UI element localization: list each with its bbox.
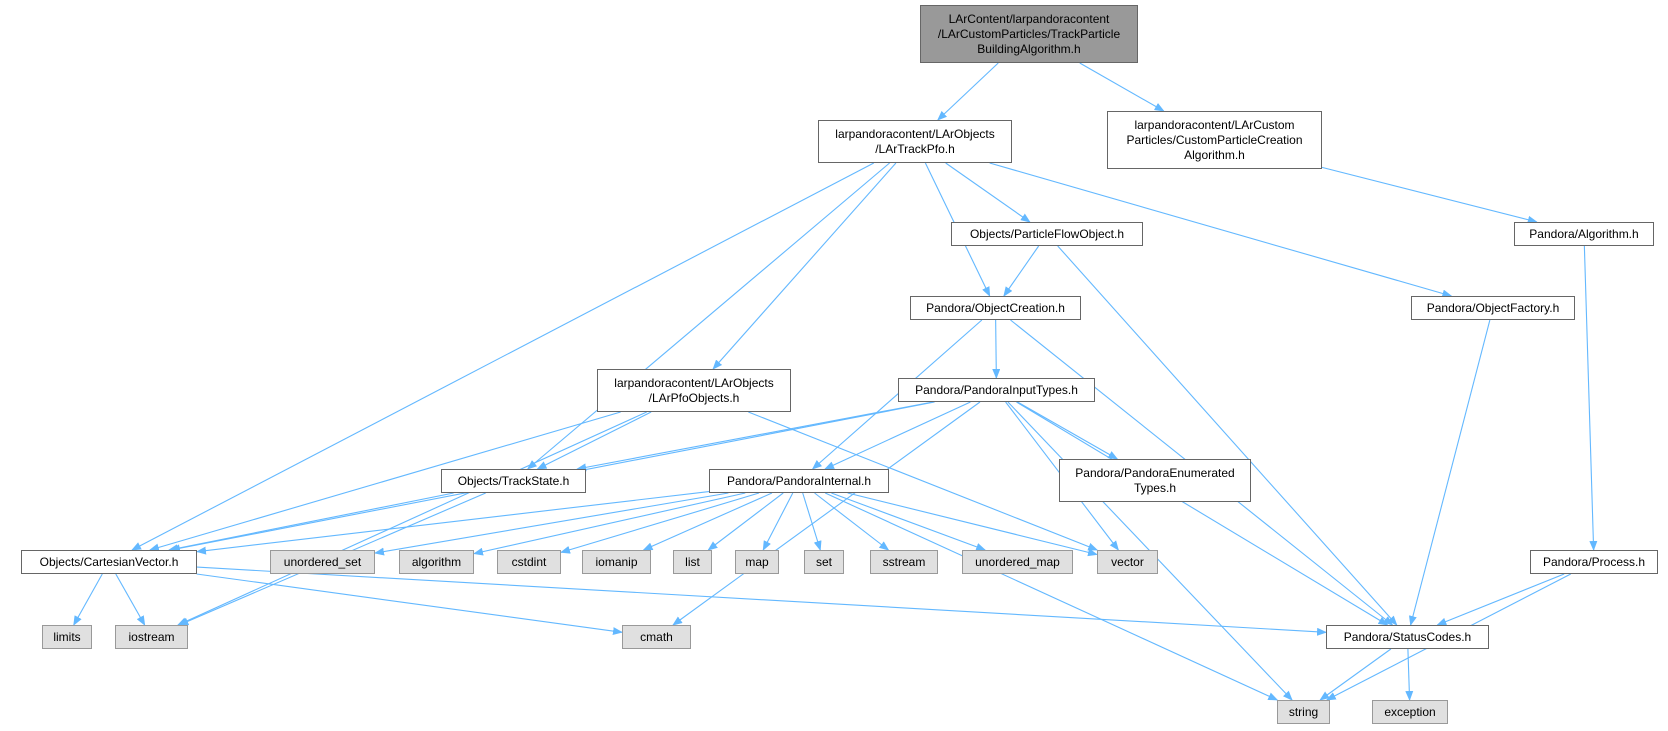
node-larpfoobj[interactable]: larpandoracontent/LArObjects /LArPfoObje… bbox=[597, 369, 791, 412]
edge-internal-to-algorithm bbox=[473, 492, 746, 556]
edge-internal-to-iomanip bbox=[642, 492, 773, 551]
node-exception: exception bbox=[1372, 700, 1448, 724]
edge-lartrackpfo-to-larpfoobj bbox=[712, 162, 897, 370]
node-map: map bbox=[735, 550, 779, 574]
node-cmath: cmath bbox=[622, 625, 691, 649]
edge-statuscodes-to-exception bbox=[1405, 648, 1414, 701]
node-algorithm: algorithm bbox=[399, 550, 474, 574]
node-lartrackpfo[interactable]: larpandoracontent/LArObjects /LArTrackPf… bbox=[818, 120, 1012, 163]
node-vector: vector bbox=[1097, 550, 1158, 574]
edge-process-to-statuscodes bbox=[1436, 573, 1565, 626]
edge-inputtypes-to-statuscodes bbox=[1016, 401, 1389, 626]
edge-objfactory-to-statuscodes bbox=[1409, 319, 1491, 626]
edge-internal-to-map bbox=[762, 492, 794, 551]
node-enumtypes[interactable]: Pandora/PandoraEnumerated Types.h bbox=[1059, 459, 1251, 502]
edge-internal-to-cartesian bbox=[196, 491, 710, 555]
edge-inputtypes-to-internal bbox=[824, 401, 971, 470]
node-process[interactable]: Pandora/Process.h bbox=[1530, 550, 1658, 574]
edge-internal-to-unordered-map bbox=[831, 492, 987, 551]
node-algorithm-h[interactable]: Pandora/Algorithm.h bbox=[1514, 222, 1654, 246]
node-statuscodes[interactable]: Pandora/StatusCodes.h bbox=[1326, 625, 1489, 649]
node-limits: limits bbox=[42, 625, 92, 649]
node-root: LArContent/larpandoracontent /LArCustomP… bbox=[920, 5, 1138, 63]
node-string: string bbox=[1277, 700, 1330, 724]
node-iomanip: iomanip bbox=[582, 550, 651, 574]
edge-objcreation-to-internal bbox=[811, 319, 983, 470]
edge-pfo-to-statuscodes bbox=[1057, 245, 1398, 626]
node-unordered-set: unordered_set bbox=[270, 550, 375, 574]
edge-larpfoobj-to-cartesian bbox=[148, 411, 621, 552]
node-unordered-map: unordered_map bbox=[962, 550, 1073, 574]
node-internal[interactable]: Pandora/PandoraInternal.h bbox=[709, 469, 889, 493]
node-objcreation[interactable]: Pandora/ObjectCreation.h bbox=[910, 296, 1081, 320]
edge-lartrackpfo-to-pfo bbox=[945, 162, 1031, 223]
edge-internal-to-set bbox=[802, 492, 822, 551]
node-iostream: iostream bbox=[115, 625, 188, 649]
node-cartesian[interactable]: Objects/CartesianVector.h bbox=[21, 550, 197, 574]
edge-internal-to-unordered-set bbox=[374, 492, 729, 556]
edge-lartrackpfo-to-cartesian bbox=[131, 162, 875, 551]
node-set: set bbox=[804, 550, 844, 574]
edge-custompart-to-algorithm-h bbox=[1321, 166, 1538, 224]
node-pfo[interactable]: Objects/ParticleFlowObject.h bbox=[951, 222, 1143, 246]
node-objfactory[interactable]: Pandora/ObjectFactory.h bbox=[1411, 296, 1575, 320]
edge-cartesian-to-limits bbox=[73, 573, 103, 626]
edge-trackstate-to-cartesian bbox=[167, 492, 454, 553]
edge-internal-to-sstream bbox=[814, 492, 890, 551]
node-trackstate[interactable]: Objects/TrackState.h bbox=[441, 469, 586, 493]
edge-lartrackpfo-to-objfactory bbox=[989, 162, 1453, 298]
node-list: list bbox=[673, 550, 712, 574]
edge-larpfoobj-to-iostream bbox=[176, 411, 647, 626]
edge-internal-to-string bbox=[824, 492, 1279, 701]
edge-larpfoobj-to-trackstate bbox=[536, 411, 652, 470]
edge-cartesian-to-statuscodes bbox=[196, 566, 1327, 636]
edge-larpfoobj-to-vector bbox=[748, 411, 1099, 551]
edge-statuscodes-to-string bbox=[1319, 648, 1392, 701]
node-cstdint: cstdint bbox=[497, 550, 561, 574]
edge-objcreation-to-inputtypes bbox=[992, 319, 1001, 379]
edge-internal-to-list bbox=[707, 492, 784, 551]
node-sstream: sstream bbox=[870, 550, 938, 574]
node-custompart[interactable]: larpandoracontent/LArCustom Particles/Cu… bbox=[1107, 111, 1322, 169]
edge-root-to-custompart bbox=[1079, 62, 1165, 112]
edge-root-to-lartrackpfo bbox=[937, 62, 999, 121]
edge-inputtypes-to-trackstate bbox=[576, 401, 933, 472]
edge-lartrackpfo-to-trackstate bbox=[526, 162, 890, 470]
edge-internal-to-vector bbox=[847, 492, 1098, 557]
edge-algorithm-h-to-process bbox=[1583, 245, 1598, 551]
edge-inputtypes-to-enumtypes bbox=[1017, 401, 1119, 460]
node-inputtypes[interactable]: Pandora/PandoraInputTypes.h bbox=[898, 378, 1095, 402]
edge-inputtypes-to-cmath bbox=[672, 401, 981, 626]
edge-pfo-to-objcreation bbox=[1003, 245, 1040, 297]
edge-internal-to-cstdint bbox=[560, 492, 760, 554]
edge-cartesian-to-cmath bbox=[196, 573, 623, 636]
edge-cartesian-to-iostream bbox=[115, 573, 146, 626]
